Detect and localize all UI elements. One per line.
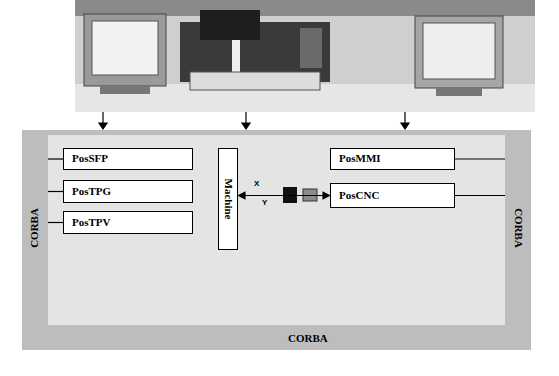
inner-ground [48,135,505,325]
node-text: PosTPG [72,185,111,198]
photo-ground [75,0,535,112]
component-box: PosTPG [63,180,193,203]
right-screen [423,23,495,79]
left-screen [92,21,158,75]
node-text: CORBA [28,208,41,248]
axis-label: X [254,180,259,188]
machine-head [200,10,260,40]
connector [455,158,505,159]
node-text: PosCNC [339,189,379,202]
component-box: PosCNC [330,183,455,208]
node-text: CORBA [288,332,328,345]
connector [48,158,63,159]
corba-band: CORBA [22,325,531,350]
machine-table [190,72,320,90]
photo-arrows [99,112,409,129]
axis-label: Y [262,199,267,207]
connector [238,195,330,196]
node-text: PosTPV [72,216,111,229]
right-monitor [415,16,503,88]
connector [48,191,63,192]
spindle [232,40,240,76]
connector [455,195,505,196]
left-monitor-base [100,86,150,94]
machine-side [300,28,322,68]
node-text: PosMMI [339,152,381,165]
node-text: PosSFP [72,152,108,165]
corba-band: CORBA [22,130,48,325]
component-box: PosTPV [63,211,193,234]
left-monitor [84,14,166,86]
node-text: Machine [221,179,234,220]
component-box: PosSFP [63,148,193,170]
right-monitor-base [436,88,482,96]
corba-band: CORBA [505,130,531,325]
corba-region [22,130,531,350]
connector [48,222,63,223]
node-text: CORBA [511,208,524,248]
component-box: PosMMI [330,148,455,170]
component-box: Machine [218,148,238,250]
